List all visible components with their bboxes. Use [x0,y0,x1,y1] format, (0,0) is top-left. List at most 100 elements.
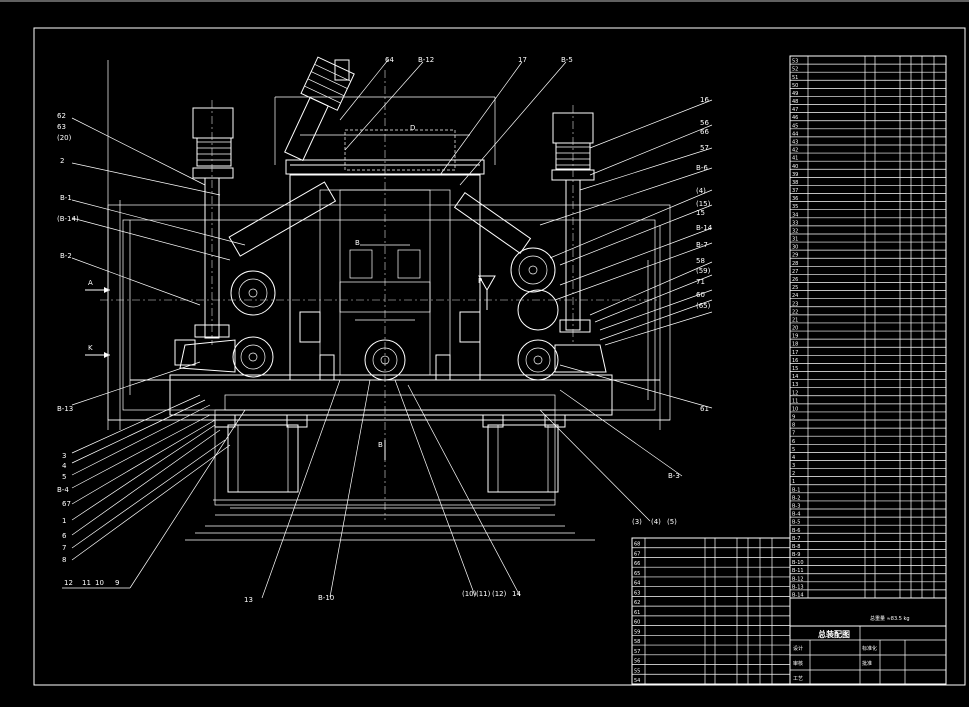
bom-row-index: 46 [792,115,798,121]
bom-row-index: 54 [634,678,640,684]
callout-label: 67 [62,500,71,508]
callout-label: 61 [700,405,709,413]
bom-row-index: B-7 [792,536,800,542]
bom-total-weight: 总重量 ≈83.5 kg [870,615,910,622]
callout-label: (20) [57,134,72,142]
callout-label: B-4 [57,486,69,494]
view-arrows [85,275,496,460]
bom-row-index: B-12 [792,576,804,582]
callout-label: 63 [57,123,66,131]
bom-row-index: 9 [792,415,795,421]
bom-row-index: 50 [792,83,798,89]
right-middle-roller [517,289,559,331]
callout-label: 16 [700,96,709,104]
bom-row-index: 15 [792,366,798,372]
callout-label: 1 [62,517,66,525]
callout-label: 6 [62,532,67,540]
bom-row-index: 12 [792,390,798,396]
callout-label: 58 [696,257,705,265]
bom-row-index: B-1 [792,487,800,493]
callout-label: 14 [512,590,521,598]
bom-row-index: 22 [792,309,798,315]
bom-row-index: 63 [634,590,640,596]
callout-label: (15) [696,200,711,208]
callout-label: (4) [651,518,661,526]
title-field-approve: 批准 [862,660,872,667]
bom-row-index: 34 [792,212,798,218]
bom-row-index: 32 [792,228,798,234]
callout-label: 8 [62,556,66,564]
bom-row-index: 10 [792,406,798,412]
bom-row-index: 16 [792,358,798,364]
callout-label: B-13 [57,405,73,413]
bom-row-index: 21 [792,317,798,323]
callout-label: 66 [700,128,709,136]
callout-label: 4 [62,462,67,470]
bom-row-index: 52 [792,67,798,73]
bom-row-index: 48 [792,99,798,105]
callout-label: (B-14) [57,215,79,223]
callout-label: B-2 [60,252,72,260]
callout-label: (10) [462,590,477,598]
callout-label: 11 [82,579,91,587]
callout-label: 62 [57,112,66,120]
callout-label: 5 [62,473,66,481]
bom-row-index: 41 [792,156,798,162]
bom-row-index: 3 [792,463,795,469]
callout-label: 17 [518,56,527,64]
bom-row-index: 31 [792,237,798,243]
bom-row-index: 33 [792,220,798,226]
bom-row-index: 56 [634,659,640,665]
bom-row-index: 51 [792,75,798,81]
callout-label: 10 [95,579,104,587]
callout-label: B-3 [668,472,680,480]
bom-row-index: B-11 [792,568,804,574]
bom-row-index: 24 [792,293,798,299]
title-field-design: 设计 [793,645,803,652]
bom-row-index: 53 [792,59,798,65]
bom-row-index: 2 [792,471,795,477]
bom-row-index: 11 [792,398,798,404]
bom-row-index: 28 [792,261,798,267]
bom-row-index: 62 [634,600,640,606]
bom-row-index: 23 [792,301,798,307]
bom-row-index: 7 [792,431,795,437]
bom-row-index: 68 [634,542,640,548]
bom-row-index: 38 [792,180,798,186]
bom-row-index: 64 [634,581,640,587]
bom-row-index: B-3 [792,504,800,510]
view-marker: B [355,239,360,247]
bom-row-index: 65 [634,571,640,577]
bom-row-index: 18 [792,342,798,348]
callout-label: 64 [385,56,394,64]
bom-row-index: 47 [792,107,798,113]
bom-row-index: 13 [792,382,798,388]
callout-label: 7 [62,544,66,552]
bom-row-index: 19 [792,334,798,340]
callout-label: B-10 [318,594,334,602]
bom-row-index: 27 [792,269,798,275]
bom-row-index: B-5 [792,520,800,526]
callout-label: 13 [244,596,253,604]
callout-label: (5) [667,518,677,526]
callout-label: 56 [700,119,709,127]
bom-row-index: 40 [792,164,798,170]
bom-row-index: 60 [634,620,640,626]
callout-label: 9 [115,579,119,587]
leader-lines-left [62,117,246,589]
bom-row-index: B-8 [792,544,800,550]
dimension-lines [107,60,661,541]
bom-row-index: 20 [792,326,798,332]
callout-label: 12 [64,579,73,587]
title-field-review: 审核 [793,660,803,667]
callout-label: (4) [696,187,706,195]
bom-row-index: 39 [792,172,798,178]
left-upper-roller [230,270,276,316]
title-field-process: 工艺 [793,676,803,682]
callout-label: 15 [696,209,705,217]
bom-row-index: 30 [792,245,798,251]
bom-row-index: 36 [792,196,798,202]
